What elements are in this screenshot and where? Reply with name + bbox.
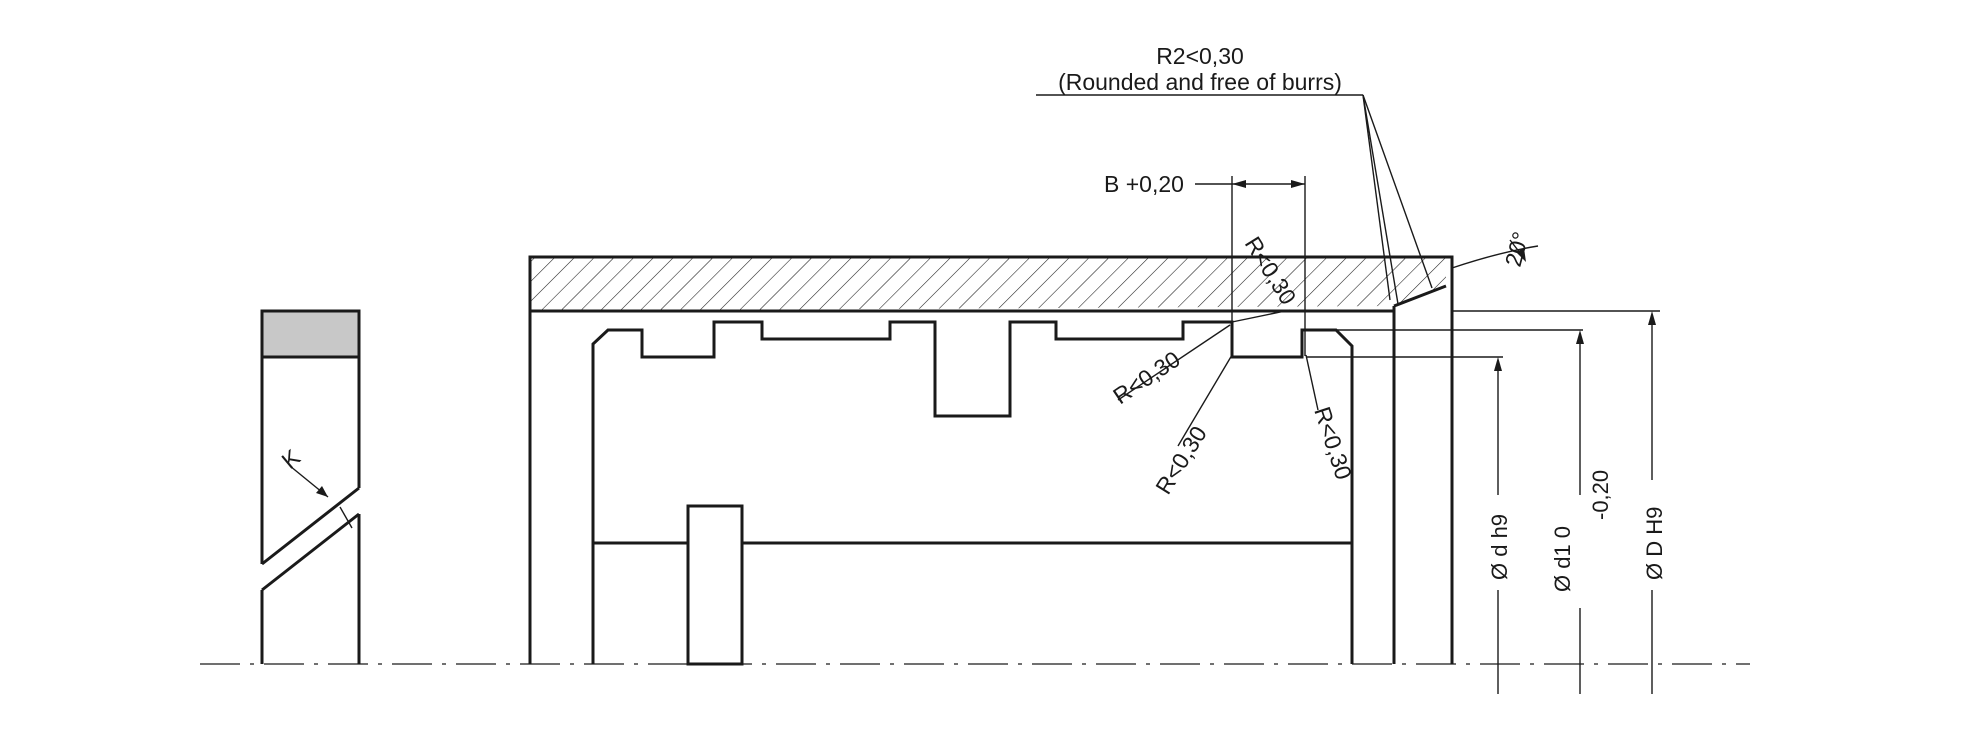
- groove-width-label: B +0,20: [1104, 171, 1184, 197]
- dia-d-label: Ø d h9: [1487, 514, 1512, 580]
- radius-mid-label: R<0,30: [1108, 346, 1185, 409]
- seal-ring-section: K: [260, 309, 361, 664]
- piston-body: [591, 320, 1354, 545]
- dia-d1-label: Ø d1 0: [1550, 526, 1575, 592]
- seal-face: [260, 309, 361, 359]
- diameter-dimensions: Ø d h9 Ø d1 0 -0,20 Ø D H9: [1306, 310, 1667, 694]
- note-line-2: (Rounded and free of burrs): [1058, 69, 1342, 95]
- k-label: K: [277, 444, 306, 474]
- housing-section: [528, 255, 1454, 664]
- groove-width-dimension: B +0,20: [1104, 171, 1306, 356]
- chamfer-angle: 20°: [1451, 229, 1539, 269]
- piston-section: [591, 320, 1354, 666]
- housing-outline: [528, 255, 1454, 664]
- note-line-1: R2<0,30: [1156, 43, 1244, 69]
- piston-rod-slot: [686, 504, 744, 666]
- edge-note: R2<0,30 (Rounded and free of burrs): [1036, 43, 1433, 305]
- dia-D-label: Ø D H9: [1642, 507, 1667, 580]
- angle-label: 20°: [1500, 229, 1534, 269]
- radius-right-label: R<0,30: [1309, 404, 1357, 483]
- radius-left-label: R<0,30: [1150, 421, 1212, 498]
- dia-d1-tol-label: -0,20: [1588, 470, 1613, 520]
